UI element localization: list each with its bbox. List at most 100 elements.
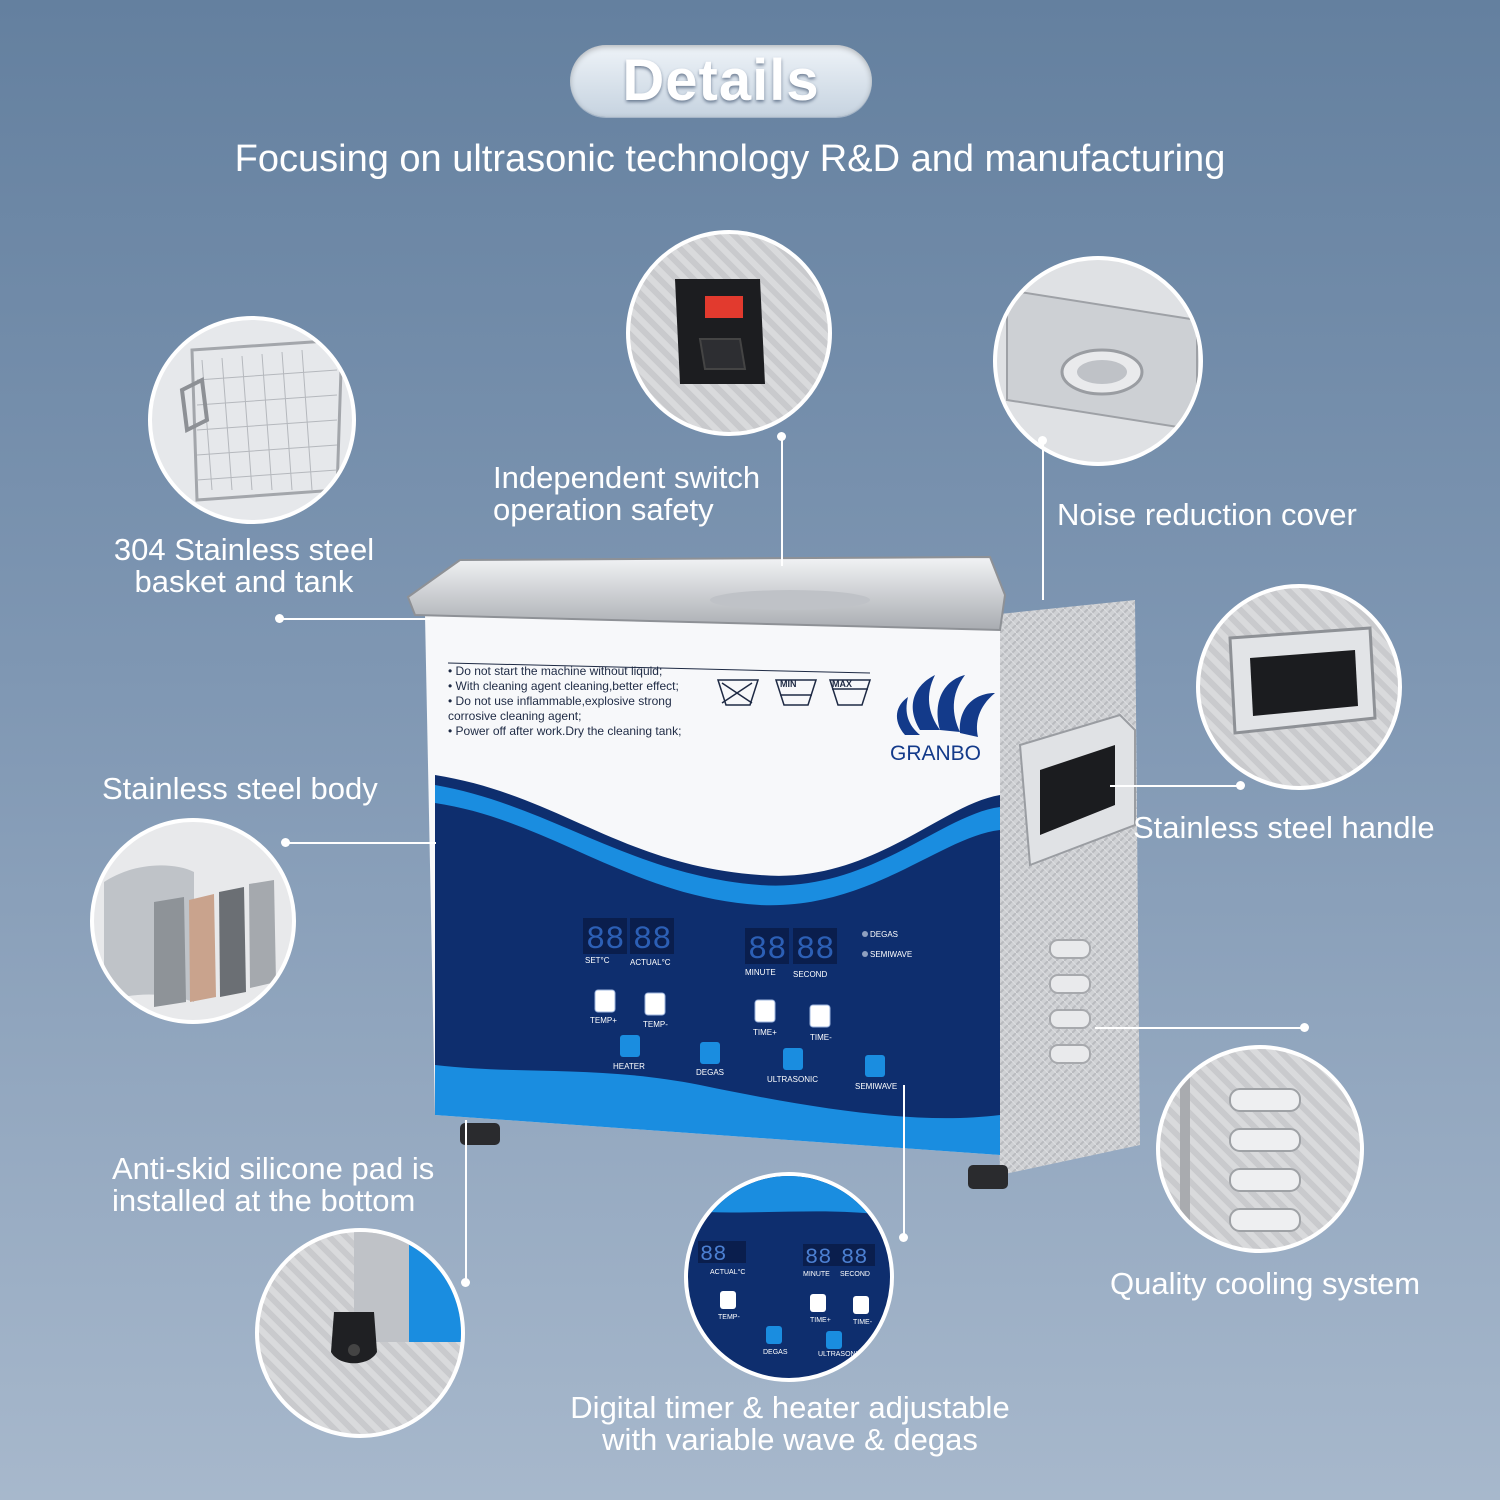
warning-line: • Power off after work.Dry the cleaning …	[448, 724, 681, 738]
warning-line: • Do not use inflammable,explosive stron…	[448, 694, 672, 708]
zoom-time-plus-label: TIME+	[810, 1317, 831, 1324]
handle-callout: Stainless steel handle	[1133, 810, 1435, 845]
pad-callout-line2: installed at the bottom	[112, 1183, 416, 1218]
degas-label: DEGAS	[696, 1068, 724, 1077]
switch-detail-circle	[626, 230, 832, 436]
side-panel	[990, 600, 1140, 1175]
time-minus-label: TIME-	[810, 1033, 832, 1042]
basket-callout: 304 Stainless steel basket and tank	[104, 534, 384, 598]
brand-name: GRANBO	[890, 742, 981, 765]
zoom-actual-label: ACTUAL°C	[710, 1268, 745, 1276]
second-label: SECOND	[793, 970, 827, 979]
zoom-second-label: SECOND	[840, 1271, 870, 1278]
warning-list: • Do not start the machine without liqui…	[448, 664, 681, 738]
connector-dot	[899, 1233, 908, 1242]
cooling-detail-circle	[1156, 1045, 1364, 1253]
temp-minus-label: TEMP-	[643, 1020, 668, 1029]
time-plus-label: TIME+	[753, 1028, 777, 1037]
level-min-label: MIN	[780, 679, 797, 689]
foot	[968, 1165, 1008, 1189]
zoom-time-minus-label: TIME-	[853, 1319, 873, 1326]
connector-dot	[777, 432, 786, 441]
connector-line	[280, 618, 430, 620]
warning-line: • With cleaning agent cleaning,better ef…	[448, 679, 679, 693]
cooling-callout: Quality cooling system	[1110, 1266, 1421, 1301]
minute-label: MINUTE	[745, 968, 776, 977]
connector-dot	[1038, 436, 1047, 445]
panel-zoom-circle: 88 88 88 ACTUAL°C MINUTE SECOND TEMP- TI…	[684, 1172, 894, 1382]
switch-callout: Independent switch operation safety	[493, 462, 760, 526]
granbo-logo	[896, 675, 995, 737]
basket-callout-text: 304 Stainless steel basket and tank	[113, 532, 375, 599]
actual-label: ACTUAL°C	[630, 958, 671, 967]
cover-callout: Noise reduction cover	[1057, 497, 1357, 532]
timer-callout-line1: Digital timer & heater adjustable	[570, 1390, 1010, 1425]
body-callout: Stainless steel body	[102, 771, 378, 806]
connector-line	[1042, 440, 1044, 600]
page-subtitle: Focusing on ultrasonic technology R&D an…	[234, 138, 1226, 180]
connector-line	[286, 842, 436, 844]
connector-line	[903, 1085, 905, 1235]
lid-icon	[1006, 288, 1198, 432]
led-displays: 88 88 88 88	[583, 918, 837, 968]
navy-wave	[435, 775, 1000, 1147]
set-label: SET°C	[585, 956, 610, 965]
power-switch-icon	[675, 279, 765, 384]
minute-display: 88	[748, 931, 786, 968]
zoom-minute-label: MINUTE	[803, 1271, 830, 1278]
cooling-slots	[1049, 939, 1091, 1064]
silicone-pad-icon	[331, 1232, 461, 1364]
control-panel-zoom: 88 88 88 ACTUAL°C MINUTE SECOND TEMP- TI…	[688, 1176, 890, 1358]
level-max-label: MAX	[832, 679, 852, 689]
zoom-degas-label: DEGAS	[763, 1349, 788, 1356]
semiwave-label: SEMIWAVE	[855, 1082, 897, 1091]
level-pictograms	[716, 679, 872, 706]
ultrasonic-label: ULTRASONIC	[767, 1075, 818, 1084]
pad-callout: Anti-skid silicone pad is installed at t…	[112, 1153, 434, 1217]
connector-line	[1095, 1027, 1305, 1029]
basket-icon	[179, 338, 344, 502]
set-temp-display: 88	[586, 921, 624, 958]
connector-dot	[275, 614, 284, 623]
body-detail-circle	[90, 818, 296, 1024]
cooling-vents-icon	[1180, 1049, 1301, 1249]
page-title: Details	[622, 48, 820, 113]
actual-temp-display: 88	[633, 921, 671, 958]
steel-layers-icon	[104, 865, 276, 1007]
connector-dot	[1300, 1023, 1309, 1032]
blue-wave-top	[435, 785, 1000, 906]
zoom-temp-display: 88	[700, 1242, 726, 1267]
connector-line	[781, 436, 783, 566]
ultrasonic-cleaner-illustration: • Do not start the machine without liqui…	[406, 555, 1140, 1189]
handle-icon	[1228, 626, 1377, 735]
connector-line	[1110, 785, 1240, 787]
pad-callout-line1: Anti-skid silicone pad is	[112, 1151, 435, 1186]
control-buttons	[594, 989, 831, 1028]
blue-wave-bottom	[435, 1065, 1000, 1155]
degas-indicator-label: DEGAS	[870, 930, 898, 939]
switch-callout-line1: Independent switch	[493, 460, 761, 495]
temp-plus-label: TEMP+	[590, 1016, 617, 1025]
zoom-temp-minus-label: TEMP-	[718, 1314, 740, 1321]
connector-dot	[1236, 781, 1245, 790]
pad-detail-circle	[255, 1228, 465, 1438]
zoom-ultrasonic-label: ULTRASONIC	[818, 1351, 863, 1358]
semiwave-indicator-label: SEMIWAVE	[870, 950, 912, 959]
lid	[406, 555, 1007, 632]
timer-callout-line2: with variable wave & degas	[602, 1422, 978, 1457]
lid-knob	[710, 590, 870, 610]
connector-dot	[281, 838, 290, 847]
warning-line: • Do not start the machine without liqui…	[448, 664, 662, 678]
foot	[460, 1123, 500, 1145]
handle-detail-circle	[1196, 584, 1402, 790]
handle-opening	[1040, 745, 1115, 835]
cover-detail-circle	[993, 256, 1203, 466]
connector-line	[465, 1120, 467, 1280]
connector-dot	[461, 1278, 470, 1287]
timer-callout: Digital timer & heater adjustable with v…	[540, 1392, 1040, 1456]
zoom-minute-display: 88	[805, 1245, 831, 1270]
heater-label: HEATER	[613, 1062, 645, 1071]
function-buttons	[620, 1035, 885, 1077]
switch-callout-line2: operation safety	[493, 492, 714, 527]
title-pill: Details	[570, 45, 872, 117]
